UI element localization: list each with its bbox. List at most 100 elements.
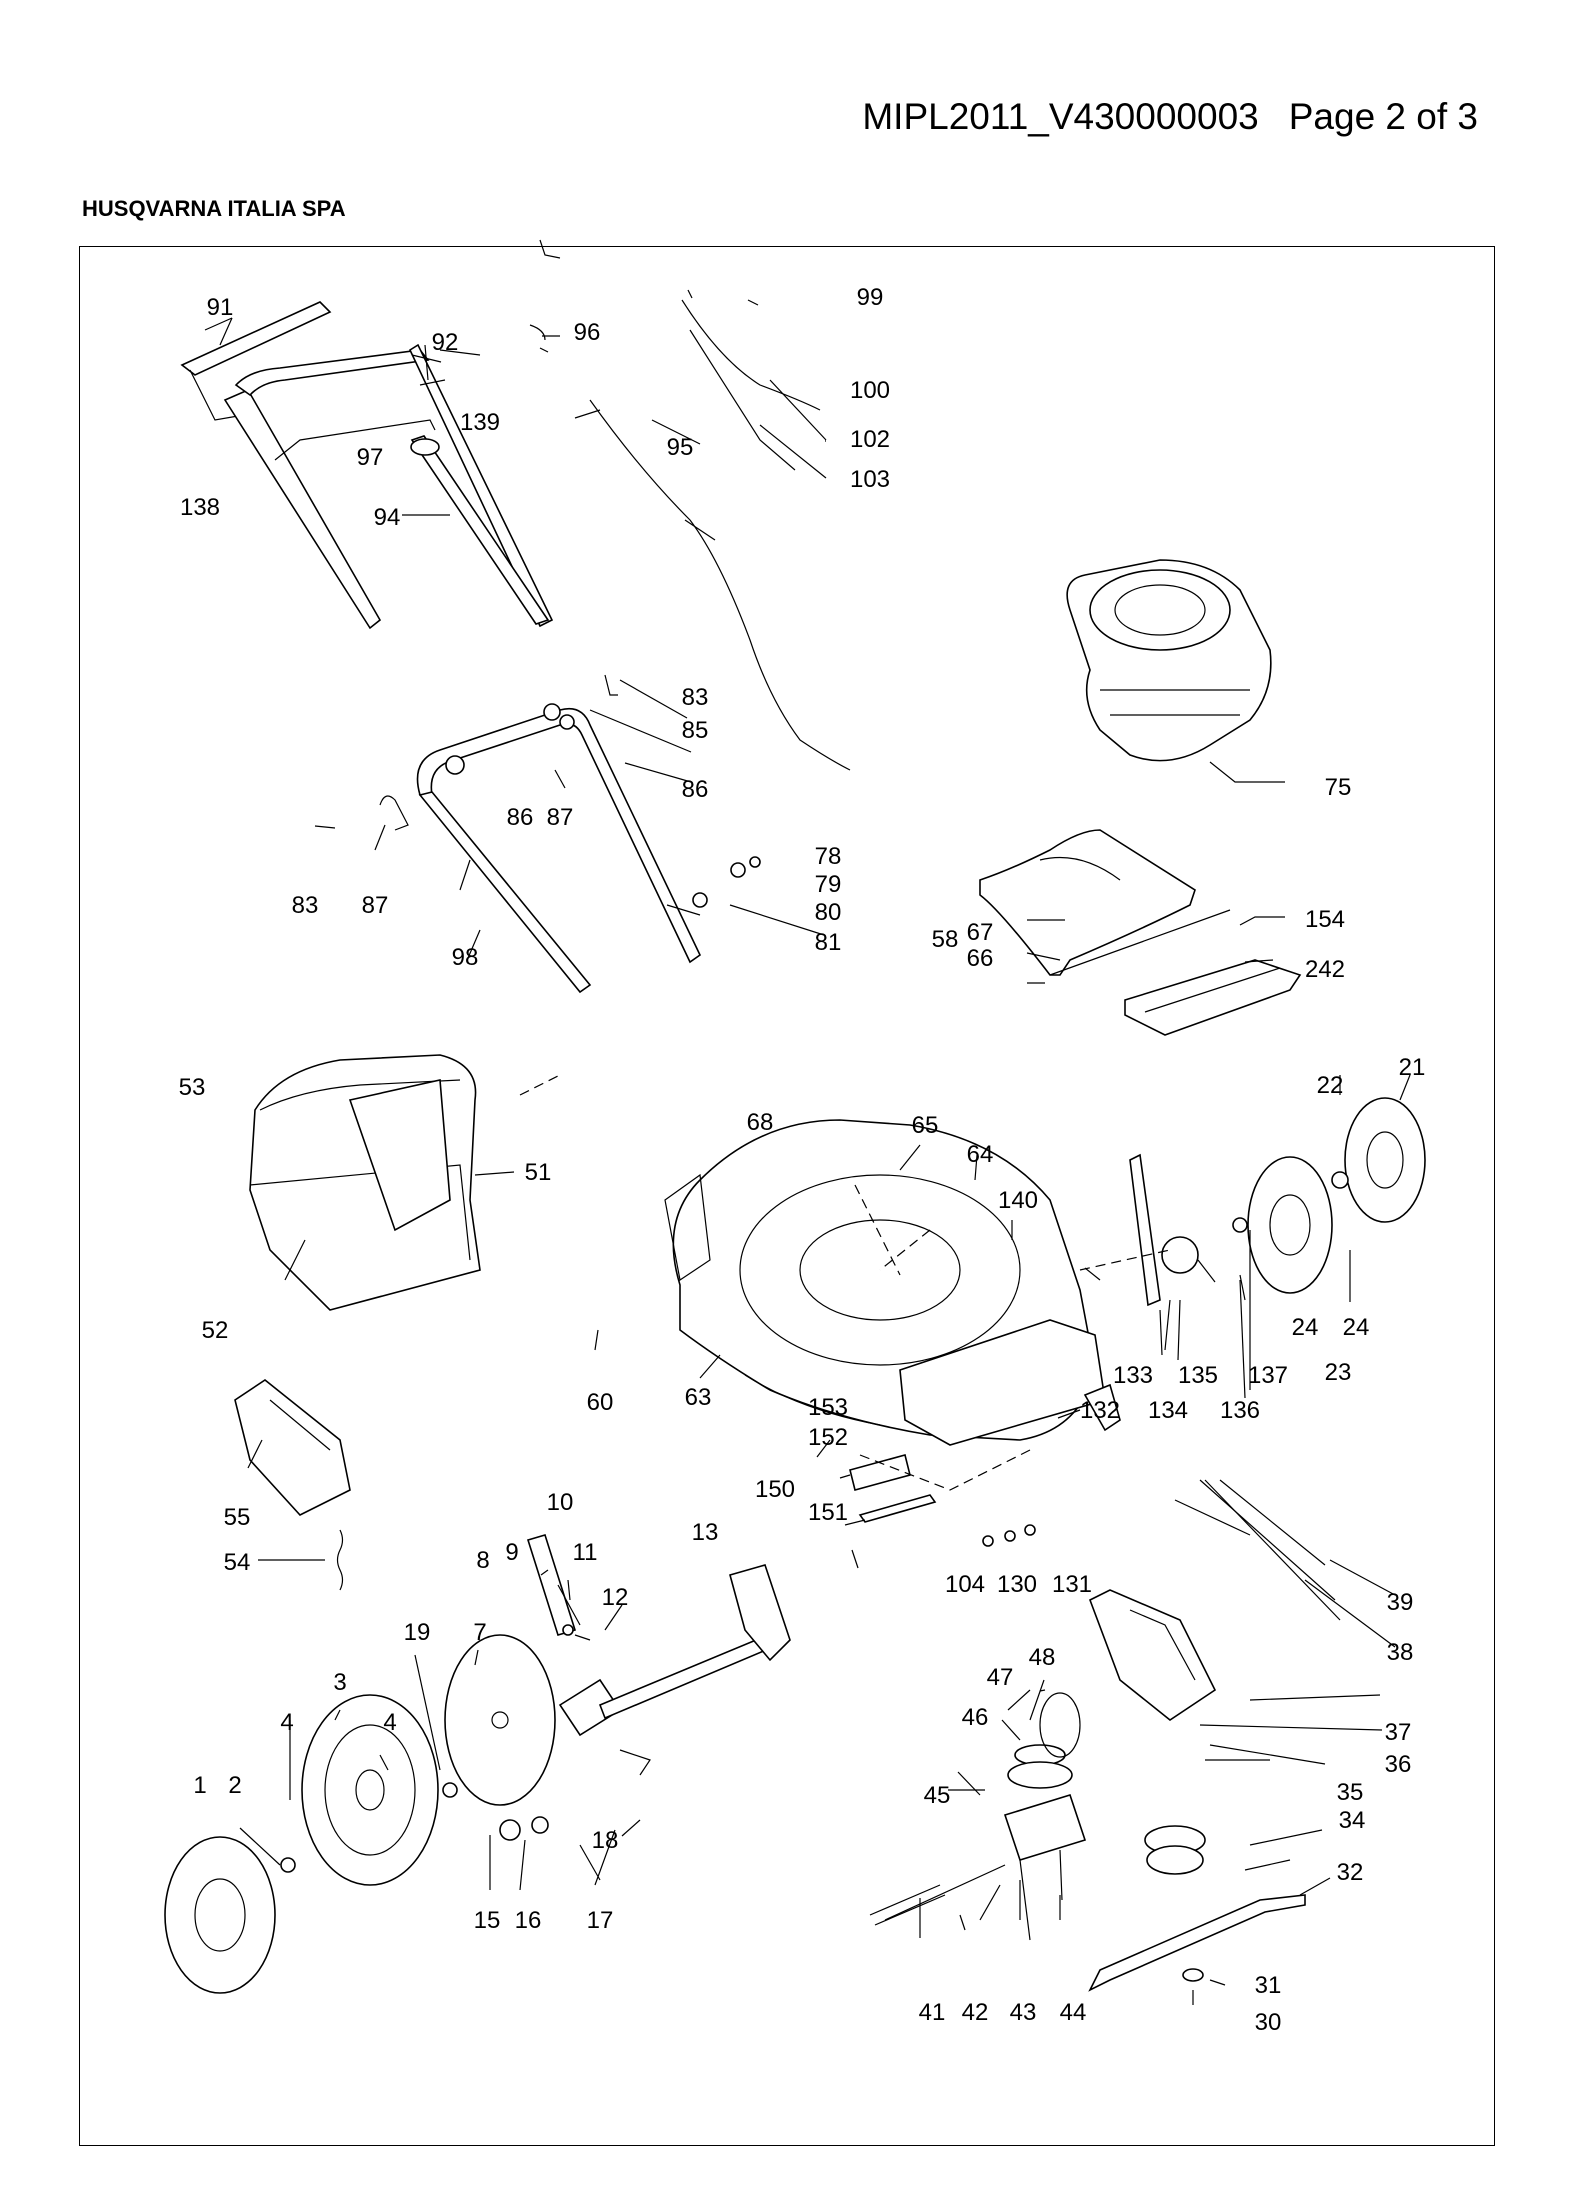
shaft-drawing: [869, 1479, 1341, 1926]
part-callout: 86: [682, 776, 709, 803]
part-callout: 21: [1399, 1054, 1426, 1081]
part-callout: 58: [932, 926, 959, 953]
part-callout: 36: [1385, 1751, 1412, 1778]
rear-flap-drawing: [979, 829, 1302, 1036]
part-callout: 99: [857, 284, 884, 311]
part-callout: 68: [747, 1109, 774, 1136]
part-callout: 134: [1148, 1397, 1188, 1424]
part-callout: 51: [525, 1159, 552, 1186]
part-callout: 42: [962, 1999, 989, 2026]
part-callout: 32: [1337, 1859, 1364, 1886]
part-callout: 31: [1255, 1972, 1282, 1999]
part-callout: 136: [1220, 1397, 1260, 1424]
part-callout: 154: [1305, 906, 1345, 933]
part-callout: 2: [228, 1772, 241, 1799]
part-callout: 91: [207, 294, 234, 321]
part-callout: 53: [179, 1074, 206, 1101]
part-callout: 98: [452, 944, 479, 971]
part-callout: 83: [292, 892, 319, 919]
part-callout: 150: [755, 1476, 795, 1503]
part-callout: 97: [357, 444, 384, 471]
part-callout: 140: [998, 1187, 1038, 1214]
engine-drawing: [1066, 559, 1272, 762]
blade-drawing: [1088, 1825, 1306, 2005]
part-callout: 94: [374, 504, 401, 531]
part-callout: 10: [547, 1489, 574, 1516]
part-callout: 151: [808, 1499, 848, 1526]
part-callout: 55: [224, 1504, 251, 1531]
part-callout: 135: [1178, 1362, 1218, 1389]
part-callout: 132: [1080, 1397, 1120, 1424]
part-callout: 48: [1029, 1644, 1056, 1671]
part-callout: 92: [432, 329, 459, 356]
part-callout: 18: [592, 1827, 619, 1854]
company-name: HUSQVARNA ITALIA SPA: [82, 196, 346, 221]
lower-handle-drawing: [314, 674, 761, 994]
part-callout: 38: [1387, 1639, 1414, 1666]
part-callout: 87: [547, 804, 574, 831]
part-callout: 81: [815, 929, 842, 956]
part-callout: 45: [924, 1782, 951, 1809]
part-callout: 12: [602, 1584, 629, 1611]
part-callout: 24: [1292, 1314, 1319, 1341]
part-callout: 86: [507, 804, 534, 831]
part-callout: 4: [280, 1709, 293, 1736]
part-callout: 34: [1339, 1807, 1366, 1834]
assembly-lines: [519, 1074, 1171, 1491]
doc-code: MIPL2011_V430000003: [862, 96, 1259, 137]
part-callout: 15: [474, 1907, 501, 1934]
part-callout: 44: [1060, 1999, 1087, 2026]
part-callout: 16: [515, 1907, 542, 1934]
part-callout: 137: [1248, 1362, 1288, 1389]
part-callout: 37: [1385, 1719, 1412, 1746]
part-callout: 60: [587, 1389, 614, 1416]
bracket-drawing: [526, 1534, 577, 1636]
part-callout: 7: [473, 1619, 486, 1646]
leader-lines: [219, 317, 1411, 1986]
spring-drawing: [336, 1529, 344, 1591]
upper-handle-drawing: [180, 301, 554, 630]
part-callout: 41: [919, 1999, 946, 2026]
rear-wheel-drawing: [1247, 1097, 1426, 1294]
part-callout: 66: [967, 945, 994, 972]
gearbox-drawing: [884, 1589, 1217, 1941]
part-callout: 102: [850, 426, 890, 453]
part-callout: 100: [850, 377, 890, 404]
front-wheel-drawing: [164, 1694, 458, 1994]
part-callout: 3: [333, 1669, 346, 1696]
part-callout: 96: [574, 319, 601, 346]
drive-gear-drawing: [444, 1634, 556, 1841]
cable-drawing: [539, 239, 851, 771]
part-callout: 8: [476, 1547, 489, 1574]
part-callout: 19: [404, 1619, 431, 1646]
part-callout: 1: [193, 1772, 206, 1799]
part-callout: 47: [987, 1664, 1014, 1691]
part-callout: 138: [180, 494, 220, 521]
grass-bag-drawing: [249, 1054, 481, 1311]
part-callout: 17: [587, 1907, 614, 1934]
part-callout: 43: [1010, 1999, 1037, 2026]
part-callout: 85: [682, 717, 709, 744]
deck-drawing: [664, 1119, 1106, 1446]
part-callout: 95: [667, 434, 694, 461]
part-callout: 54: [224, 1549, 251, 1576]
part-callout: 139: [460, 409, 500, 436]
part-callout: 39: [1387, 1589, 1414, 1616]
part-callout: 79: [815, 871, 842, 898]
part-callout: 24: [1343, 1314, 1370, 1341]
part-callout: 153: [808, 1394, 848, 1421]
part-callout: 80: [815, 899, 842, 926]
part-callout: 78: [815, 843, 842, 870]
part-callout: 46: [962, 1704, 989, 1731]
diagram-frame: [79, 246, 1495, 2146]
axle-drawing: [558, 1564, 791, 1776]
part-callout: 103: [850, 466, 890, 493]
part-callout: 4: [383, 1709, 396, 1736]
part-callout: 22: [1317, 1072, 1344, 1099]
part-callout: 133: [1113, 1362, 1153, 1389]
part-callout: 131: [1052, 1571, 1092, 1598]
part-callout: 83: [682, 684, 709, 711]
